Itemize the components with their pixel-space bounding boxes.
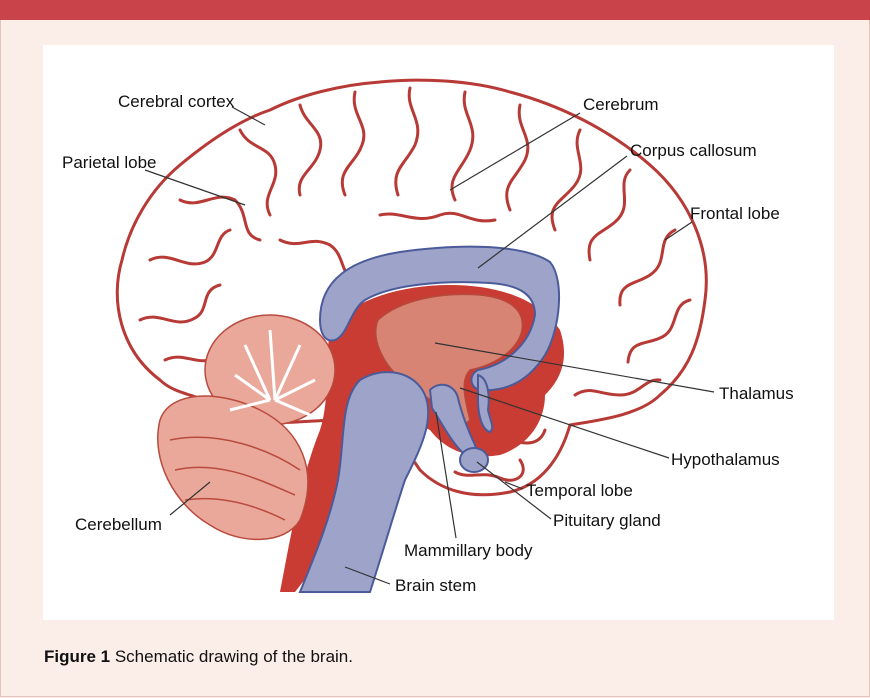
label-cerebellum: Cerebellum: [75, 515, 162, 534]
figure-caption-text: Schematic drawing of the brain.: [110, 647, 353, 666]
label-temporal-lobe: Temporal lobe: [526, 481, 633, 500]
label-thalamus: Thalamus: [719, 384, 794, 403]
top-accent-bar: [0, 0, 870, 20]
figure-caption: Figure 1 Schematic drawing of the brain.: [44, 647, 353, 667]
label-parietal-lobe: Parietal lobe: [62, 153, 157, 172]
label-brain-stem: Brain stem: [395, 576, 476, 595]
pituitary-gland: [460, 448, 488, 472]
label-mammillary-body: Mammillary body: [404, 541, 533, 560]
label-pituitary-gland: Pituitary gland: [553, 511, 661, 530]
figure-panel: Cerebral cortex Parietal lobe Cerebrum C…: [43, 45, 834, 620]
label-cerebrum: Cerebrum: [583, 95, 659, 114]
brain-diagram: Cerebral cortex Parietal lobe Cerebrum C…: [43, 45, 834, 620]
label-frontal-lobe: Frontal lobe: [690, 204, 780, 223]
label-hypothalamus: Hypothalamus: [671, 450, 780, 469]
label-corpus-callosum: Corpus callosum: [630, 141, 757, 160]
figure-number: Figure 1: [44, 647, 110, 666]
label-cerebral-cortex: Cerebral cortex: [118, 92, 235, 111]
